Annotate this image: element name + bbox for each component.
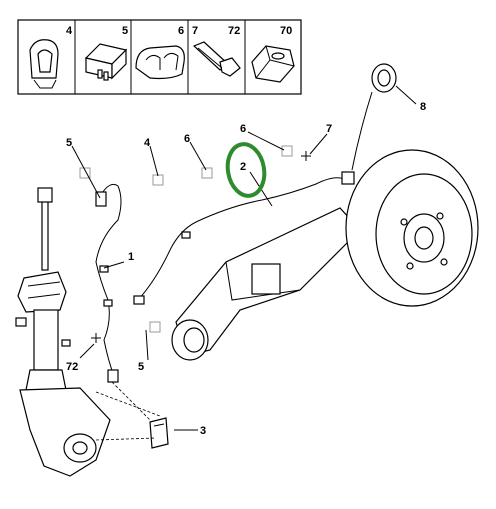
callout-4: 4 xyxy=(144,137,151,149)
bolt-icon xyxy=(192,41,241,77)
callout-6-right: 6 xyxy=(240,123,246,135)
callout-2: 2 xyxy=(240,161,246,173)
seal-ring xyxy=(351,63,417,171)
callout-1: 1 xyxy=(128,251,134,263)
callout-72: 72 xyxy=(66,361,78,373)
clip-part-3 xyxy=(149,417,169,449)
placeholder-square xyxy=(201,167,213,179)
callout-5-upper: 5 xyxy=(66,137,72,149)
rear-axle-beam xyxy=(171,207,361,361)
crosshair-marker-7 xyxy=(301,151,311,161)
highlight-ring xyxy=(225,142,267,198)
connector-bracket-icon xyxy=(84,43,128,81)
legend-label-72: 72 xyxy=(228,25,240,37)
legend-label-6: 6 xyxy=(178,25,184,37)
legend-label-7: 7 xyxy=(192,25,198,37)
placeholder-square xyxy=(149,321,161,333)
crosshair-marker-72 xyxy=(91,333,101,343)
callout-3: 3 xyxy=(200,425,206,437)
clip-icon xyxy=(29,39,59,89)
callout-8: 8 xyxy=(420,101,426,113)
callout-6-left: 6 xyxy=(184,133,190,145)
callout-5-lower: 5 xyxy=(138,361,144,373)
legend-label-4: 4 xyxy=(66,25,73,37)
grommet-block-icon xyxy=(251,45,295,83)
front-sensor-cable xyxy=(95,183,122,383)
callout-7: 7 xyxy=(326,123,332,135)
placeholder-square xyxy=(152,174,164,186)
legend-label-5: 5 xyxy=(122,25,128,37)
strut-assembly xyxy=(15,187,111,477)
legend-strip: 4 5 6 7 72 xyxy=(17,19,302,95)
placeholder-square xyxy=(281,145,293,157)
double-clip-icon xyxy=(135,45,185,80)
legend-label-70: 70 xyxy=(280,25,292,37)
placeholder-square xyxy=(79,167,91,179)
brake-drum xyxy=(345,149,479,307)
rear-sensor-cable xyxy=(133,171,355,305)
